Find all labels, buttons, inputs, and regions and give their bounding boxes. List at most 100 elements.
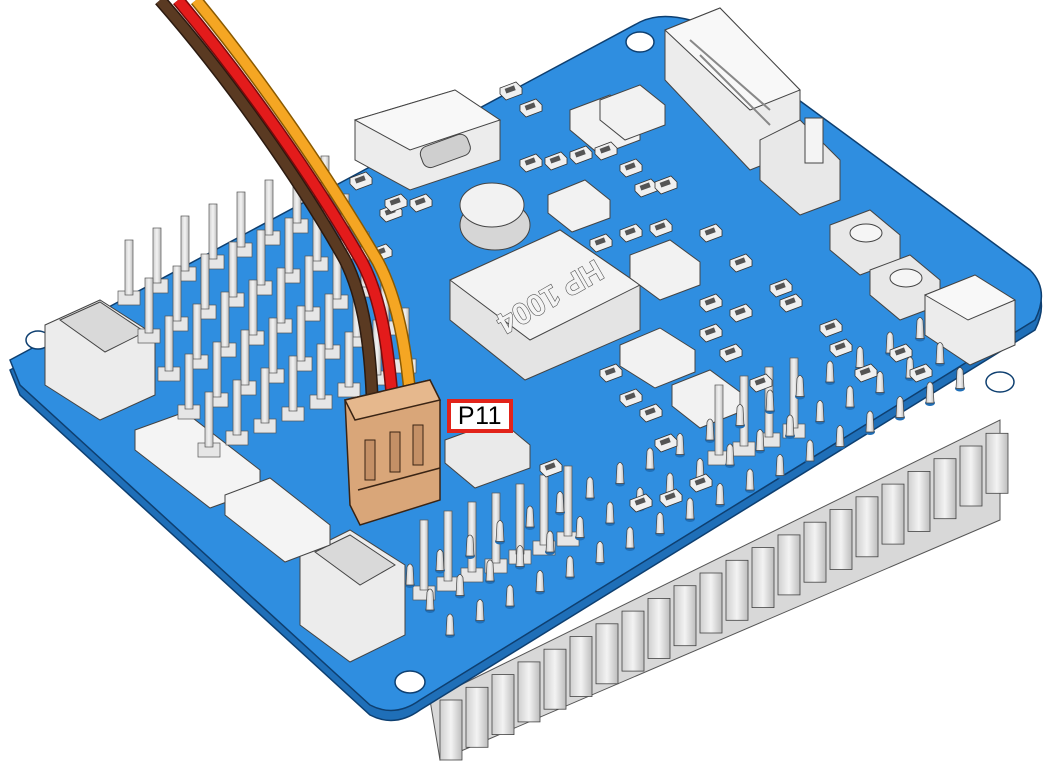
smd-component <box>634 178 658 198</box>
smd-component <box>519 153 543 173</box>
header-pin <box>556 465 580 547</box>
smd-component <box>599 363 623 383</box>
pogo-pin <box>935 342 945 367</box>
header-pin <box>985 432 1009 494</box>
header-pin <box>732 375 756 457</box>
pogo-pin <box>485 559 495 584</box>
smd-component <box>384 193 408 213</box>
header-pin <box>137 277 161 344</box>
pogo-pin <box>405 563 415 588</box>
coil-inductor <box>459 182 531 251</box>
pogo-pin <box>895 396 905 421</box>
smd-component <box>729 303 753 323</box>
pogo-pin <box>595 541 605 566</box>
header-pin <box>117 239 141 306</box>
header-pin <box>881 483 905 545</box>
ic-chip <box>599 84 666 141</box>
smd-component <box>689 473 713 493</box>
smd-component <box>349 171 373 191</box>
header-pin <box>157 315 181 382</box>
pogo-pin <box>915 317 925 342</box>
pogo-pin <box>805 439 815 464</box>
header-pin <box>829 509 853 570</box>
header-pin <box>517 661 541 723</box>
pogo-pin <box>765 389 775 414</box>
ic-chip <box>619 327 696 389</box>
smd-component <box>699 293 723 313</box>
pogo-pin <box>785 414 795 439</box>
header-pin <box>595 623 619 685</box>
push-button <box>869 254 941 321</box>
smd-component <box>654 433 678 453</box>
smd-component <box>639 403 663 423</box>
power-inductor: HP 1004 <box>449 229 641 381</box>
header-pin <box>309 343 333 410</box>
header-pin <box>725 559 749 621</box>
smd-component <box>769 278 793 298</box>
smd-component <box>569 145 593 165</box>
smd-component <box>819 318 843 338</box>
pogo-pin <box>795 375 805 400</box>
smd-component <box>619 158 643 178</box>
ic-chip <box>629 239 701 301</box>
pogo-pin <box>815 400 825 425</box>
connector-label-text: P11 <box>457 401 503 430</box>
pogo-pin <box>925 381 935 406</box>
mounting-hole <box>625 31 655 53</box>
pogo-pin <box>435 549 445 574</box>
smd-component <box>619 223 643 243</box>
connector-label: P11 <box>447 399 513 433</box>
bottom-pin-header <box>429 419 1009 761</box>
pogo-pin <box>565 555 575 580</box>
pogo-pin <box>625 526 635 551</box>
header-pin <box>959 445 983 507</box>
header-pin <box>673 585 697 647</box>
pogo-pin <box>505 584 515 609</box>
pogo-pin <box>755 429 765 454</box>
header-pin <box>569 636 593 697</box>
mounting-hole <box>394 670 426 694</box>
sensor-module <box>224 477 331 563</box>
header-pin <box>751 547 775 608</box>
left-connector <box>44 299 156 421</box>
push-button <box>829 209 901 276</box>
header-pin <box>647 598 671 659</box>
pogo-pin <box>645 447 655 472</box>
header-pin <box>253 367 277 434</box>
smd-component <box>889 343 913 363</box>
header-pin <box>491 674 515 735</box>
pogo-pin <box>445 613 455 638</box>
header-pin <box>197 391 221 458</box>
pogo-pin <box>845 385 855 410</box>
pogo-pin <box>535 570 545 595</box>
pogo-pin <box>615 462 625 487</box>
header-pin <box>439 699 463 761</box>
pogo-pin <box>835 425 845 450</box>
bottom-connector <box>299 529 406 663</box>
smd-component <box>589 233 613 253</box>
pogo-pin <box>725 443 735 468</box>
pogo-pin <box>605 501 615 526</box>
smd-component <box>749 373 773 393</box>
pogo-pin <box>675 433 685 458</box>
header-pin <box>777 534 801 596</box>
pogo-pin <box>575 516 585 541</box>
pogo-pin <box>735 404 745 429</box>
pogo-pin <box>515 545 525 570</box>
header-pin <box>281 355 305 422</box>
pogo-pin <box>475 599 485 624</box>
smd-component <box>594 141 618 161</box>
slide-switch <box>759 117 841 216</box>
mounting-holes <box>25 31 1015 694</box>
smd-component <box>654 175 678 195</box>
smd-component <box>829 338 853 358</box>
usb-c-connector <box>353 89 502 191</box>
smd-component <box>854 363 878 383</box>
smd-component <box>659 488 683 508</box>
connector-housing <box>343 379 442 526</box>
pogo-pin <box>525 505 535 530</box>
pogo-pin <box>745 468 755 493</box>
header-pin <box>855 496 879 558</box>
servo-cable <box>155 0 417 396</box>
pogo-pin <box>775 454 785 479</box>
